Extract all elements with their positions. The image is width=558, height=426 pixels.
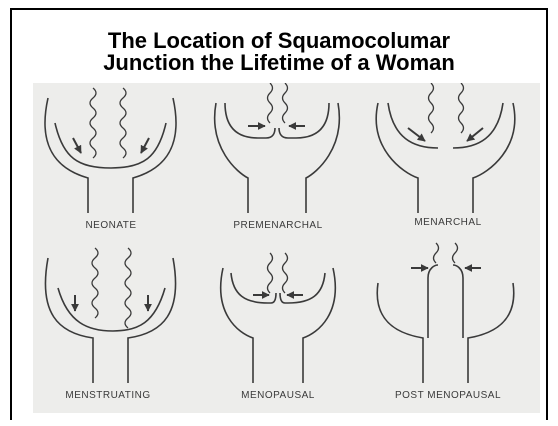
slide-title: The Location of Squamocolumar Junction t… <box>0 30 558 74</box>
panel-label-neonate: NEONATE <box>85 220 136 231</box>
panel-label-menstruating: MENSTRUATING <box>65 390 150 401</box>
title-line-2: Junction the Lifetime of a Woman <box>0 52 558 74</box>
panel-premenarchal <box>215 83 340 213</box>
panel-menstruating <box>45 248 175 383</box>
diagram-canvas: NEONATE PREMENARCHAL MENARCHAL <box>33 83 540 413</box>
title-line-1: The Location of Squamocolumar <box>0 30 558 52</box>
cervix-diagram: NEONATE PREMENARCHAL MENARCHAL <box>33 83 540 413</box>
panel-label-menopausal: MENOPAUSAL <box>241 390 315 401</box>
panel-menarchal <box>376 83 515 213</box>
panel-label-premenarchal: PREMENARCHAL <box>233 220 322 231</box>
panel-label-menarchal: MENARCHAL <box>414 217 481 228</box>
panel-menopausal <box>221 253 336 383</box>
panel-label-postmenopausal: POST MENOPAUSAL <box>395 390 501 401</box>
panel-postmenopausal <box>377 243 514 383</box>
panel-neonate <box>45 88 176 213</box>
